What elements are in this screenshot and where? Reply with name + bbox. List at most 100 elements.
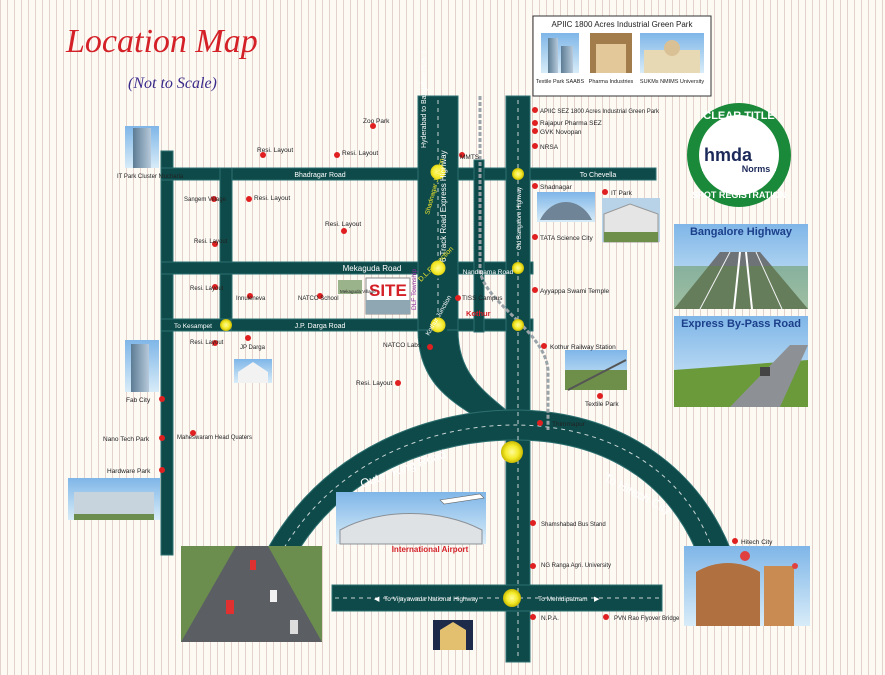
resi-layout-1: Resi. Layout: [257, 147, 293, 154]
hitech-city-photo: [684, 546, 810, 626]
textile-park-label: Textile Park: [585, 401, 619, 408]
nandigama-junction-marker[interactable]: [512, 262, 524, 274]
apiic-item-textile: Textile Park SAABS: [536, 79, 585, 85]
jp-darga-photo: [234, 359, 272, 383]
badge-norms: Norms: [742, 164, 771, 174]
resi-layout-3: Resi. Layout: [254, 195, 290, 202]
dlf-township-label: DLF Township: [411, 269, 418, 310]
site-label: SITE: [369, 281, 407, 300]
map-subtitle: (Not to Scale): [128, 75, 217, 92]
apiic-item-pharma: Pharma Industries: [589, 79, 634, 85]
nandigama-road-label: Nandigama Road: [463, 269, 514, 276]
chevella-junction-marker[interactable]: [512, 168, 524, 180]
mekaguda-village-label: Mekaguda Village: [340, 289, 376, 294]
resi-layout-7: Resi. Layout: [190, 340, 224, 346]
road-west-vertical: [160, 150, 174, 556]
jp-darga-road-label: J.P. Darga Road: [295, 323, 346, 330]
ng-ranga-label: NG Ranga Agri. University: [541, 563, 611, 569]
railway-line: [478, 96, 550, 430]
resi-layout-2: Resi. Layout: [342, 150, 378, 157]
it-park-label: IT Park: [611, 190, 633, 197]
six-track-road-label: 6 Track Road Express Highway: [439, 150, 448, 262]
nrsa-label: NRSA: [540, 144, 559, 151]
location-dots: [159, 107, 738, 620]
to-vijayawada-label: To Vijayawada National Highway: [384, 596, 479, 603]
shadnagar-junction-marker[interactable]: [427, 161, 449, 183]
tata-science-city-label: TATA Science City: [540, 235, 593, 242]
mmts-label: MMTS: [460, 154, 480, 161]
resi-layout-5: Resi. Layout: [194, 239, 228, 245]
gvk-novopan-label: GVK Novopan: [540, 129, 582, 136]
fab-city-label: Fab City: [126, 397, 151, 404]
road-center-lines: [283, 100, 713, 660]
zoo-park-label: Zoo Park: [363, 118, 390, 125]
sangem-village-label: Sangem Village: [184, 197, 227, 203]
kothur-railway-photo: [565, 350, 627, 391]
shadnagar-building-photo: [537, 192, 595, 222]
jp-darga-junction-marker[interactable]: [512, 319, 524, 331]
charminar-photo: [433, 620, 473, 650]
rajapur-pharma-label: Rajapur Pharma SEZ: [540, 120, 602, 127]
it-park-buildings-photo: [602, 198, 660, 243]
tiss-campus-label: TISS Campus: [462, 295, 503, 302]
road-inner-vertical: [219, 167, 233, 332]
innuleneva-label: Innuleneva: [236, 296, 266, 302]
badge-brand: hmda: [704, 145, 753, 165]
kothur-railway-label: Kothur Railway Station: [550, 344, 616, 351]
jp-darga-label: JP Darga: [240, 345, 266, 351]
kothur-label: Kothur: [466, 309, 491, 318]
international-airport-label: International Airport: [392, 545, 469, 554]
thimmapur-label: Thimmapur: [552, 421, 586, 428]
hitech-city-label: Hitech City: [741, 539, 773, 546]
bangalore-highway-label: Bangalore Highway: [690, 226, 793, 238]
apiic-box: [532, 15, 712, 97]
npa-label: N.P.A.: [541, 615, 559, 622]
it-park-tower-photo: [125, 126, 159, 168]
badge-top-text: CLEAR TITLE: [703, 110, 775, 122]
shadnagar-label: Shadnagar: [540, 184, 573, 191]
junction-markers: [220, 161, 524, 607]
to-chevella-label: To Chevella: [580, 172, 617, 179]
mekaguda-village-photo: [338, 280, 362, 294]
hardware-park-label: Hardware Park: [107, 468, 151, 475]
natco-school-label: NATCO School: [298, 296, 339, 302]
airport-photo: [336, 492, 486, 545]
mekaguda-road-label: Mekaguda Road: [343, 264, 402, 273]
orr-junction-marker[interactable]: [501, 441, 523, 463]
natco-labs-label: NATCO Labs: [383, 342, 422, 349]
dlf-junction-marker[interactable]: [427, 257, 449, 279]
apiic-sez-label: APIIC SEZ 1800 Acres Industrial Green Pa…: [540, 109, 660, 115]
to-kesampet-label: To Kesampet: [174, 323, 212, 330]
mahbubnagar-arrow-icon: ▶: [594, 596, 600, 603]
site-photo: [365, 277, 411, 315]
nano-tech-park-label: Nano Tech Park: [103, 436, 150, 443]
badge-bottom-text: SPOT REGISTRATION: [692, 190, 786, 200]
nh-junction-marker[interactable]: [503, 589, 521, 607]
pvn-rao-label: PVN Rao Flyover Bridge: [614, 616, 680, 622]
vijayawada-arrow-icon: ◀: [374, 596, 380, 603]
it-park-cluster-label: IT Park Cluster Mucharla: [117, 174, 184, 180]
express-bypass-label: Express By-Pass Road: [681, 318, 801, 330]
kesampet-junction-marker[interactable]: [220, 319, 232, 331]
ayyappa-temple-label: Ayyappa Swami Temple: [540, 288, 610, 295]
clear-title-badge: [687, 103, 791, 207]
maheswaram-label: Maheswaram Head Quaters: [177, 435, 252, 441]
bhadragar-road-label: Bhadragar Road: [294, 172, 345, 179]
express-bypass-photo: [674, 316, 808, 407]
shamshabad-bus-label: Shamshabad Bus Stand: [541, 522, 606, 528]
resi-layout-4: Resi. Layout: [325, 221, 361, 228]
apiic-item-sukms: SUKMs NMIMS University: [640, 79, 704, 85]
traffic-highway-photo: [181, 546, 322, 642]
apiic-heading: APIIC 1800 Acres Industrial Green Park: [552, 20, 694, 29]
to-mahbubnagar-label: To Mehidipatnam: [538, 596, 588, 603]
hyderabad-bangalore-label: Hyderabad to Bangalore N.H. 7: [421, 50, 428, 148]
resi-layout-8: Resi. Layout: [356, 380, 392, 387]
resi-layout-6: Resi. Layout: [190, 286, 224, 292]
fab-city-tower-photo: [125, 340, 159, 392]
kothur-junction-marker[interactable]: [427, 314, 449, 336]
old-bangalore-highway-label: Old Bangalore Highway: [517, 187, 523, 250]
bangalore-highway-photo: [674, 224, 808, 310]
map-title: Location Map: [65, 23, 258, 60]
